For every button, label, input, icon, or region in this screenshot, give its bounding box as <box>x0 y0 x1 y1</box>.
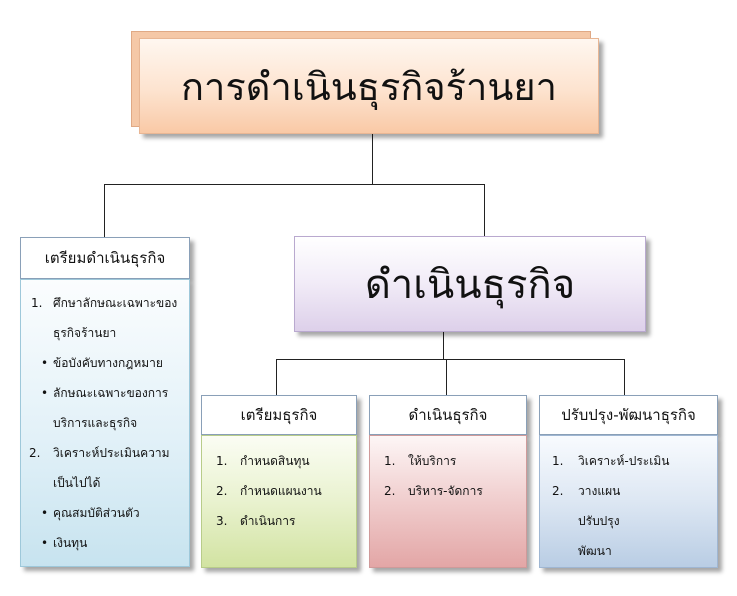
column-heading: ปรับปรุง-พัฒนาธุรกิจ <box>561 406 696 424</box>
list-item: วิเคราะห์-ประเมิน <box>578 454 670 468</box>
connector-right-down <box>484 184 485 236</box>
list-marker: • <box>41 506 49 520</box>
column-panel: 1. ให้บริการ 2. บริหาร-จัดการ <box>369 435 527 568</box>
column-heading-box: ดำเนินธุรกิจ <box>369 395 527 435</box>
page-title: การดำเนินธุรกิจร้านยา <box>181 64 557 109</box>
operate-box: ดำเนินธุรกิจ <box>294 236 646 332</box>
connector-left-down <box>104 184 105 237</box>
list-item: ปรับปรุง <box>578 514 620 528</box>
prepare-heading-box: เตรียมดำเนินธุรกิจ <box>20 237 190 279</box>
list-marker: 1. <box>552 454 564 468</box>
list-item: วางแผน <box>578 484 621 498</box>
list-item: พัฒนา <box>578 544 612 558</box>
list-item: เงินทุน <box>53 536 88 550</box>
connector-operate-down <box>443 332 444 359</box>
list-item: กำหนดแผนงาน <box>240 484 322 498</box>
operate-title: ดำเนินธุรกิจ <box>364 262 576 308</box>
list-marker: 3. <box>216 514 228 528</box>
list-item: ศึกษาลักษณะเฉพาะของ <box>53 296 178 310</box>
connector-col2-down <box>446 359 447 395</box>
column-panel: 1. กำหนดสินทุน 2. กำหนดแผนงาน 3. ดำเนินก… <box>201 435 357 568</box>
connector-col3-down <box>624 359 625 395</box>
list-item: ธุรกิจร้านยา <box>53 326 117 340</box>
column-heading: ดำเนินธุรกิจ <box>408 406 488 424</box>
list-item: ดำเนินการ <box>240 514 296 528</box>
connector-col1-down <box>276 359 277 395</box>
list-marker: 2. <box>216 484 228 498</box>
list-marker: • <box>41 536 49 550</box>
title-box: การดำเนินธุรกิจร้านยา <box>139 38 599 134</box>
list-marker: 1. <box>384 454 396 468</box>
list-item: บริหาร-จัดการ <box>408 484 483 498</box>
list-item: กำหนดสินทุน <box>240 454 310 468</box>
list-item: ข้อบังคับทางกฎหมาย <box>53 356 163 370</box>
prepare-panel: 1. ศึกษาลักษณะเฉพาะของ ธุรกิจร้านยา • ข้… <box>20 279 190 567</box>
list-marker: 2. <box>384 484 396 498</box>
connector-bottom-horizontal <box>276 359 625 360</box>
list-marker: • <box>41 356 49 370</box>
list-marker: • <box>41 386 49 400</box>
connector-title-down <box>372 134 373 184</box>
list-marker: 2. <box>29 446 41 460</box>
list-item: เป็นไปได้ <box>53 476 101 490</box>
list-item: บริการและธุรกิจ <box>53 416 138 430</box>
list-marker: 2. <box>552 484 564 498</box>
connector-top-horizontal <box>104 184 485 185</box>
column-heading-box: เตรียมธุรกิจ <box>201 395 357 435</box>
list-item: คุณสมบัติส่วนตัว <box>53 506 140 520</box>
list-item: วิเคราะห์ประเมินความ <box>53 446 170 460</box>
list-marker: 1. <box>216 454 228 468</box>
list-marker: 1. <box>31 296 43 310</box>
column-panel: 1. วิเคราะห์-ประเมิน 2. วางแผน ปรับปรุง … <box>539 435 718 568</box>
list-item: ให้บริการ <box>408 454 457 468</box>
column-heading-box: ปรับปรุง-พัฒนาธุรกิจ <box>539 395 718 435</box>
list-item: ลักษณะเฉพาะของการ <box>53 386 169 400</box>
column-heading: เตรียมธุรกิจ <box>240 406 318 424</box>
prepare-heading: เตรียมดำเนินธุรกิจ <box>44 249 166 267</box>
